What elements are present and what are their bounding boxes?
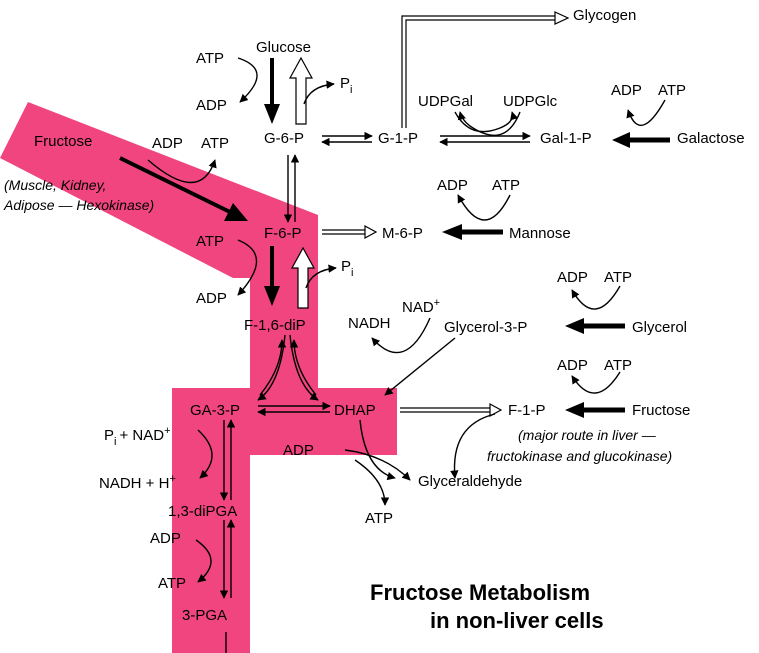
label-pi-f6p: Pi [341, 258, 353, 279]
label-nadh-glycerol: NADH [348, 315, 391, 332]
label-galactose: Galactose [677, 130, 745, 147]
label-m6p: M-6-P [382, 225, 423, 242]
label-atp-pgk: ATP [158, 575, 186, 592]
label-adp-fructose: ADP [557, 357, 588, 374]
title-line1: Fructose Metabolism [370, 580, 590, 605]
label-glyceraldehyde: Glyceraldehyde [418, 473, 522, 490]
label-adp-glucose: ADP [196, 97, 227, 114]
label-pi-nad: Pi+ NAD+ [104, 425, 171, 448]
label-atp-f6p: ATP [196, 233, 224, 250]
label-atp-fructose: ATP [604, 357, 632, 374]
metabolite-labels: Glucose G-6-P G-1-P Glycogen UDPGal UDPG… [34, 7, 745, 624]
cofactor-arcs [147, 57, 666, 583]
cofactor-labels: ATP ADP Pi ADP ATP ADP ATP ADP ATP ATP A… [99, 50, 686, 592]
label-adp-pgk: ADP [150, 530, 181, 547]
label-glucose: Glucose [256, 39, 311, 56]
label-g6p: G-6-P [264, 130, 304, 147]
label-dhap: DHAP [334, 402, 376, 419]
label-f6p: F-6-P [264, 225, 302, 242]
label-f16dip: F-1,6-diP [244, 317, 306, 334]
label-adp-glycerol: ADP [557, 269, 588, 286]
note-liver-line2: fructokinase and glucokinase) [487, 448, 672, 464]
label-atp-glycerol: ATP [604, 269, 632, 286]
label-nadh-h: NADH + H+ [99, 473, 176, 492]
label-adp-f6p: ADP [196, 290, 227, 307]
label-pi-glucose: Pi [340, 75, 352, 96]
label-fructose-left: Fructose [34, 133, 92, 150]
irreversible-arrows [119, 56, 670, 418]
highlight-pathway [0, 102, 397, 653]
label-ga3p: GA-3-P [190, 402, 240, 419]
label-udpgal: UDPGal [418, 93, 473, 110]
label-atp-mannose: ATP [492, 177, 520, 194]
label-glycerol3p: Glycerol-3-P [444, 319, 527, 336]
label-gal1p: Gal-1-P [540, 130, 592, 147]
label-atp-galactose: ATP [658, 82, 686, 99]
label-atp-hexokinase: ATP [201, 135, 229, 152]
label-adp-galactose: ADP [611, 82, 642, 99]
label-13dipga: 1,3-diPGA [168, 503, 237, 520]
highlight-fructose-branch [0, 102, 397, 653]
diagram-title: Fructose Metabolism in non-liver cells [370, 580, 604, 633]
label-adp-mannose: ADP [437, 177, 468, 194]
title-line2: in non-liver cells [430, 608, 604, 633]
label-3pga: 3-PGA [182, 607, 227, 624]
note-hexokinase-line1: (Muscle, Kidney, [4, 177, 106, 193]
label-atp-glyceraldehyde: ATP [365, 510, 393, 527]
label-f1p: F-1-P [508, 402, 546, 419]
label-udpglc: UDPGlc [503, 93, 558, 110]
label-g1p: G-1-P [378, 130, 418, 147]
label-glycerol: Glycerol [632, 319, 687, 336]
reversible-arrows [219, 11, 570, 653]
label-nad-glycerol: NAD+ [402, 297, 440, 316]
label-mannose: Mannose [509, 225, 571, 242]
label-glycogen: Glycogen [573, 7, 636, 24]
label-adp-hexokinase: ADP [152, 135, 183, 152]
label-atp-glucose: ATP [196, 50, 224, 67]
note-hexokinase-line2: Adipose — Hexokinase) [3, 197, 154, 213]
note-liver-line1: (major route in liver — [518, 427, 657, 443]
label-adp-glyceraldehyde: ADP [283, 442, 314, 459]
label-fructose-right: Fructose [632, 402, 690, 419]
notes: (Muscle, Kidney, Adipose — Hexokinase) (… [3, 177, 672, 464]
